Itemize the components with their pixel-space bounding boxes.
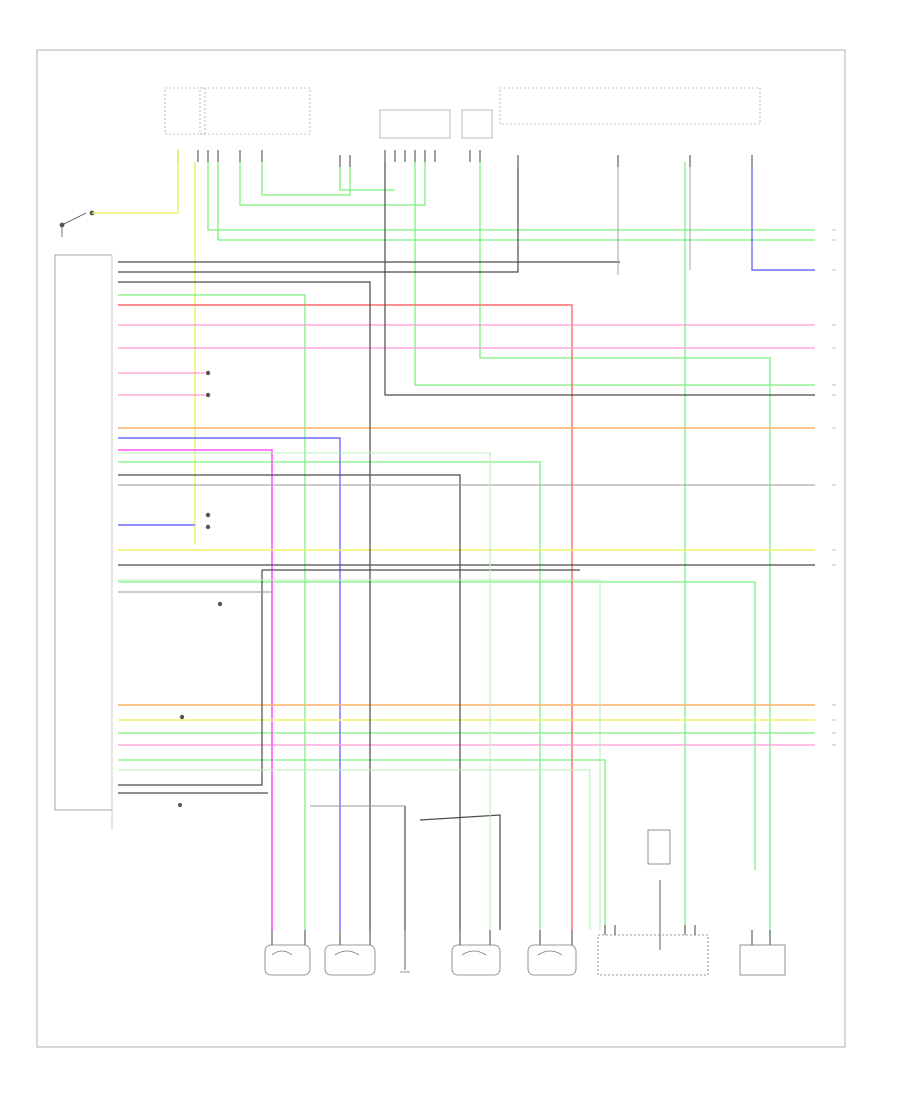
connector-box-c <box>379 109 451 139</box>
ground-symbols <box>178 370 223 807</box>
control-module <box>54 254 113 830</box>
wires-yellow <box>118 549 815 721</box>
connector-bottom-2 <box>739 930 786 976</box>
sensor-3 <box>451 930 501 976</box>
sensor-1 <box>264 930 311 976</box>
connector-box-e <box>461 109 493 139</box>
sensor-2 <box>324 930 376 976</box>
connector-box-a <box>164 87 206 135</box>
wires-gray <box>118 167 815 807</box>
right-wire-terminals <box>832 229 836 746</box>
wires-light-green <box>118 452 601 930</box>
diagram-frame <box>36 49 846 1048</box>
control-module-outline <box>54 254 112 811</box>
wire-yellow-switch <box>92 150 196 545</box>
wires-orange <box>118 427 815 706</box>
wires-red <box>118 304 573 930</box>
connector-box-b <box>199 87 311 135</box>
left-switch <box>59 210 95 237</box>
wires-pink <box>118 324 815 746</box>
bottom-sensors <box>264 829 786 976</box>
wire-blue-right <box>118 167 815 930</box>
ground-connector <box>400 930 410 973</box>
sensor-4 <box>527 930 577 976</box>
connector-bottom-1 <box>597 829 709 976</box>
connector-box-d <box>499 87 761 125</box>
wires-green-top <box>118 162 815 935</box>
top-connector-row <box>164 87 761 139</box>
wires-black <box>118 162 815 930</box>
top-connector-pins <box>177 150 753 167</box>
